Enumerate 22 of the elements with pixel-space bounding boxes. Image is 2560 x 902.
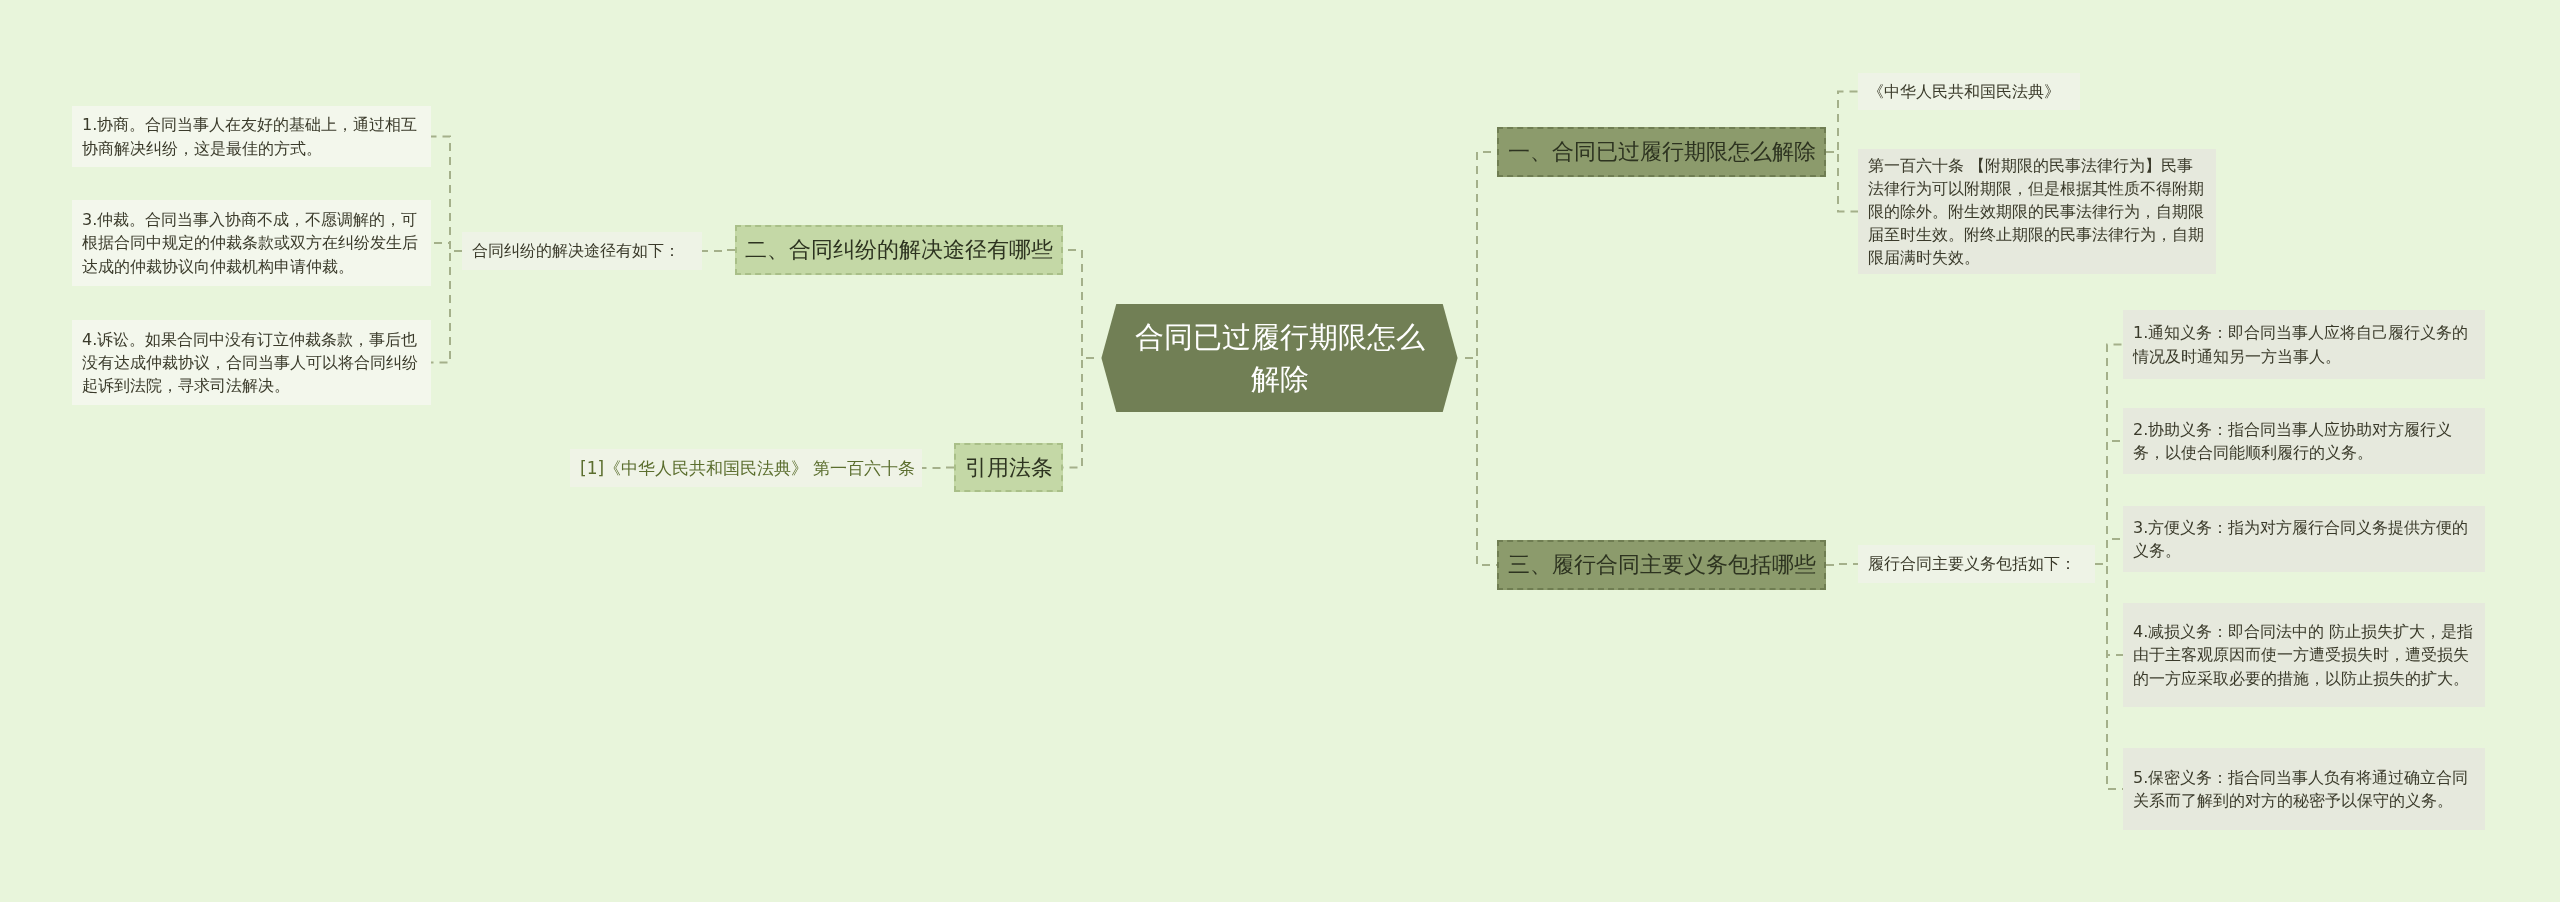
note-box: 1.通知义务：即合同当事人应将自己履行义务的情况及时通知另一方当事人。 [2123, 310, 2485, 379]
note-box: 第一百六十条 【附期限的民事法律行为】民事法律行为可以附期限，但是根据其性质不得附期限的除外。附生效期限的民事法律行为，自期限届至时生效。附终止期限的民事法律行为，自期限届满时失效。 [1858, 149, 2216, 274]
note-box: 2.协助义务：指合同当事人应协助对方履行义务，以使合同能顺利履行的义务。 [2123, 408, 2485, 474]
subtopic-box: 合同纠纷的解决途径有如下： [462, 232, 702, 270]
connector-line [1825, 151, 1859, 213]
connector-line [921, 466, 955, 469]
topic-box: 引用法条 [954, 443, 1063, 492]
note-box: 4.减损义务：即合同法中的 防止损失扩大，是指由于主客观原因而使一方遭受损失时，遭受损失的一方应采取必要的措施，以防止损失的扩大。 [2123, 603, 2485, 707]
note-box: 3.仲裁。合同当事入协商不成，不愿调解的，可根据合同中规定的仲裁条款或双方在纠纷发生后达成的仲裁协议向仲裁机构申请仲裁。 [72, 200, 431, 286]
topic-box: 二、合同纠纷的解决途径有哪些 [735, 225, 1063, 275]
subtopic-box: 《中华人民共和国民法典》 [1858, 73, 2080, 110]
topic-box: 一、合同已过履行期限怎么解除 [1497, 127, 1826, 177]
note-box: 3.方便义务：指为对方履行合同义务提供方便的义务。 [2123, 506, 2485, 572]
subtopic-box: 履行合同主要义务包括如下： [1858, 545, 2095, 583]
topic-box: 三、履行合同主要义务包括哪些 [1497, 540, 1826, 590]
note-box: 4.诉讼。如果合同中没有订立仲裁条款，事后也没有达成仲裁协议，合同当事人可以将合同纠纷起诉到法院，寻求司法解决。 [72, 320, 431, 405]
connector-line [701, 249, 736, 252]
connector-line [1825, 563, 1859, 566]
citation-box: [1]《中华人民共和国民法典》 第一百六十条 [570, 449, 922, 487]
connector-line [430, 250, 463, 364]
note-box: 5.保密义务：指合同当事人负有将通过确立合同关系而了解到的对方的秘密予以保守的义务。 [2123, 748, 2485, 830]
note-box: 1.协商。合同当事人在友好的基础上，通过相互协商解决纠纷，这是最佳的方式。 [72, 106, 431, 167]
